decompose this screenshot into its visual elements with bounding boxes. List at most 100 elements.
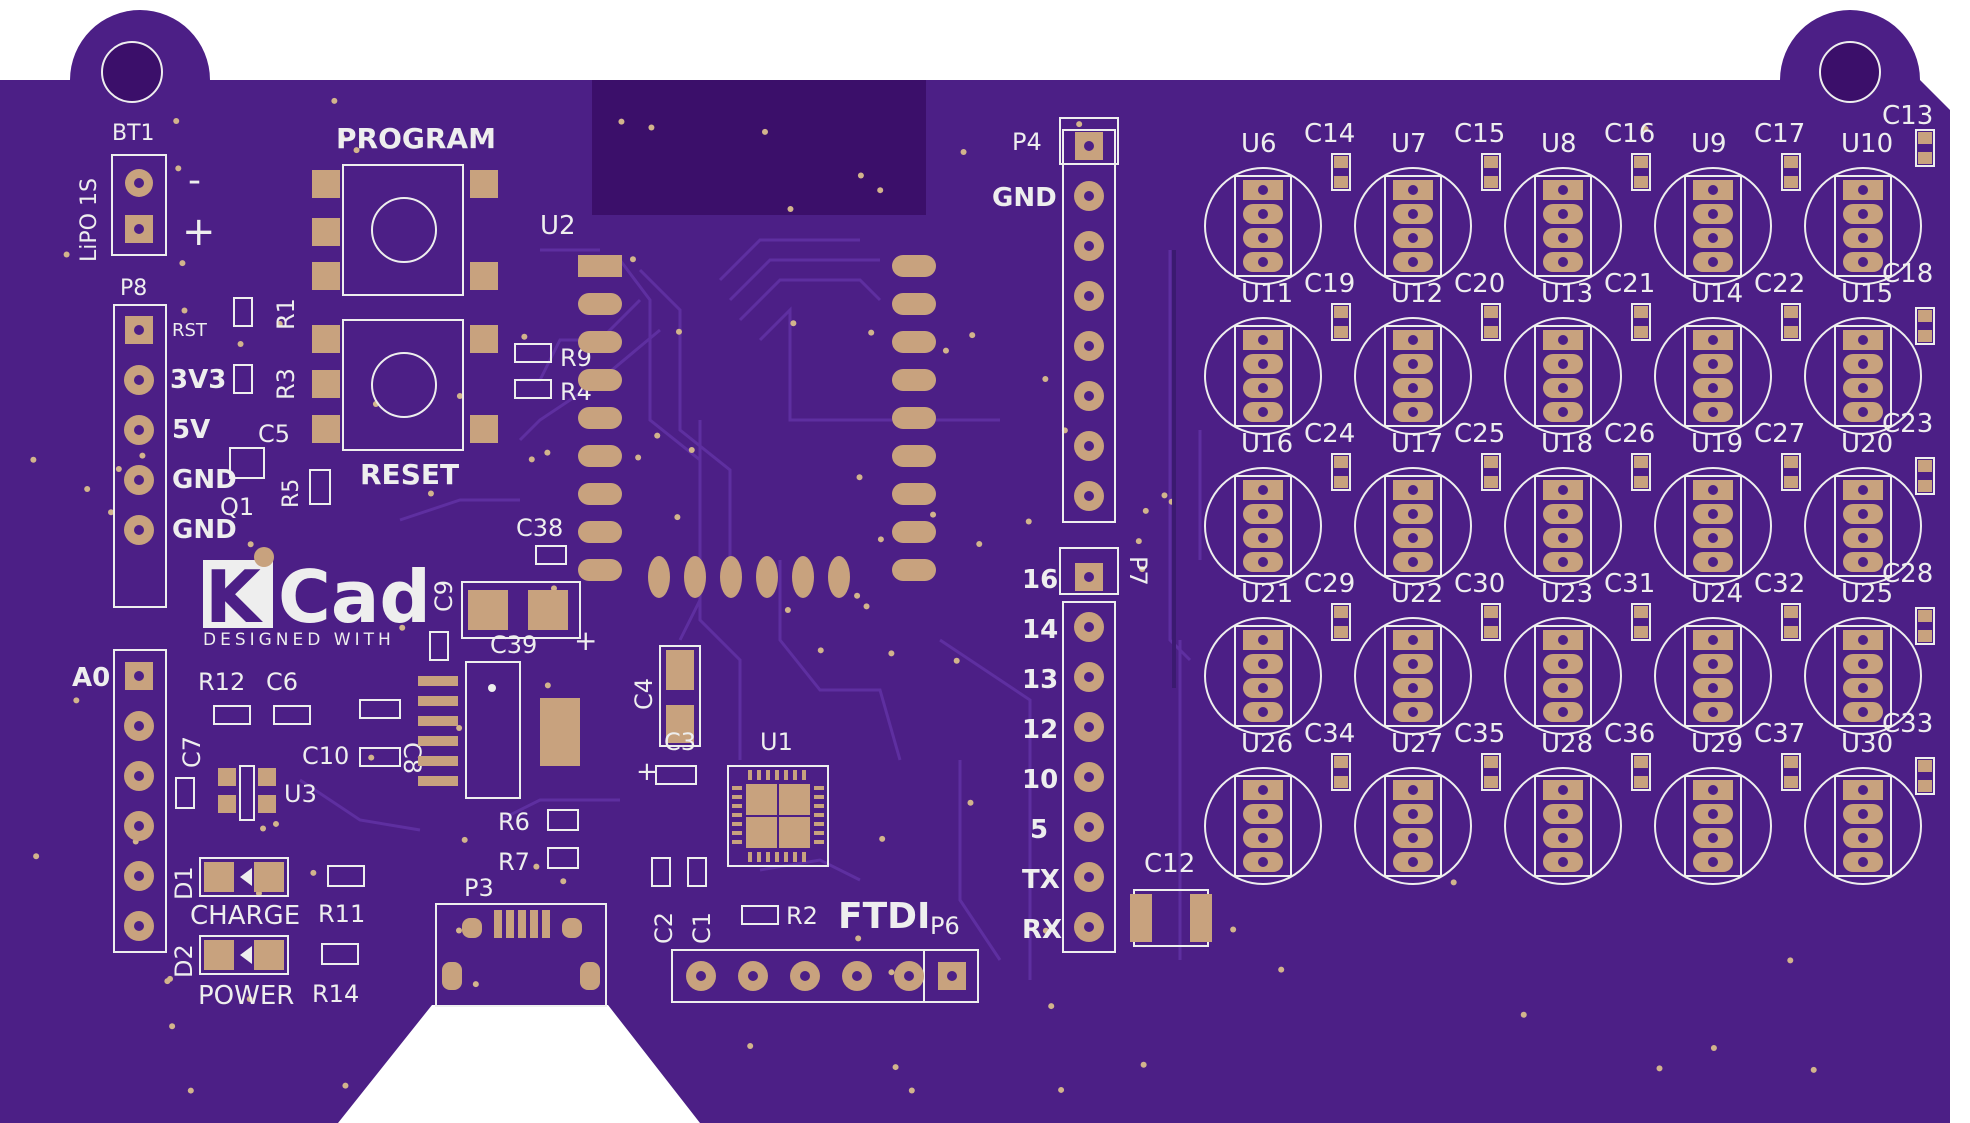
p8-outline	[113, 304, 167, 608]
p7-label: P7	[1124, 556, 1152, 586]
u2-pad	[892, 445, 936, 467]
p8-pin-gnd-1: GND	[172, 465, 237, 495]
led-u6: U6	[1204, 129, 1322, 285]
led-u20: U20	[1804, 429, 1922, 585]
led-label: U23	[1541, 579, 1593, 609]
program-button: PROGRAM	[312, 122, 498, 296]
led-label: U15	[1841, 279, 1893, 309]
q1-label: Q1	[220, 493, 254, 521]
led-u10: U10	[1804, 129, 1922, 285]
d1-label: D1	[170, 866, 198, 900]
p4-header: P4 GND	[992, 117, 1119, 523]
p3-label: P3	[464, 874, 494, 902]
led-label: U29	[1691, 729, 1743, 759]
cap-c14: C14	[1304, 119, 1355, 191]
cap-label: C17	[1754, 119, 1805, 149]
cap-c24: C24	[1304, 419, 1355, 491]
p7-pin-tx: TX	[1022, 865, 1060, 895]
cap-label: C16	[1604, 119, 1655, 149]
cap-label: C28	[1882, 559, 1933, 589]
led-u22: U22	[1354, 579, 1472, 735]
cap-c37: C37	[1754, 719, 1805, 791]
mounting-hole-left	[101, 41, 163, 103]
caps-mid-left: C38 C9 C39 +	[429, 514, 597, 661]
c4-label: C4	[630, 678, 658, 710]
cap-label: C35	[1454, 719, 1505, 749]
p8-pin-rst: RST	[172, 320, 208, 341]
u2-pad	[720, 556, 742, 598]
led-label: U12	[1391, 279, 1443, 309]
bt1-connector: BT1 LiPO 1S - +	[77, 121, 216, 262]
u3-label: U3	[284, 780, 317, 808]
u2-pad	[578, 369, 622, 391]
led-u25: U25	[1804, 579, 1922, 735]
led-label: U6	[1241, 129, 1277, 159]
led-u23: U23	[1504, 579, 1622, 735]
led-label: U8	[1541, 129, 1577, 159]
led-label: U18	[1541, 429, 1593, 459]
u2-pad	[756, 556, 778, 598]
p4-label: P4	[1012, 128, 1042, 156]
program-label: PROGRAM	[336, 122, 496, 155]
cap-label: C33	[1882, 709, 1933, 739]
cap-c20: C20	[1454, 269, 1505, 341]
c12-label: C12	[1144, 849, 1195, 879]
led-u16: U16	[1204, 429, 1322, 585]
d2-label: D2	[170, 944, 198, 978]
cap-label: C24	[1304, 419, 1355, 449]
cap-label: C20	[1454, 269, 1505, 299]
c7-label: C7	[178, 736, 206, 768]
led-label: U27	[1391, 729, 1443, 759]
u2-pad	[684, 556, 706, 598]
cap-c21: C21	[1604, 269, 1655, 341]
vias	[30, 97, 1817, 1094]
p8-pin-5v: 5V	[172, 415, 210, 445]
led-u14: U14	[1654, 279, 1772, 435]
led-u21: U21	[1204, 579, 1322, 735]
c12-capacitor: C12	[1130, 849, 1212, 947]
ftdi-label: FTDI	[838, 896, 930, 937]
u2-pad	[578, 483, 622, 505]
led-label: U11	[1241, 279, 1293, 309]
p7-pin-12: 12	[1022, 715, 1058, 745]
u2-pad	[892, 483, 936, 505]
led-label: U20	[1841, 429, 1893, 459]
p8-header: P8 RST 3V3 5V GND GND	[113, 276, 237, 608]
u2-pad	[578, 559, 622, 581]
cap-c36: C36	[1604, 719, 1655, 791]
led-label: U9	[1691, 129, 1727, 159]
cap-c29: C29	[1304, 569, 1355, 641]
led-label: U24	[1691, 579, 1743, 609]
led-u28: U28	[1504, 729, 1622, 885]
u2-esp-module: U2	[540, 211, 936, 598]
led-u8: U8	[1504, 129, 1622, 285]
r12-label: R12	[198, 668, 245, 696]
led-u18: U18	[1504, 429, 1622, 585]
cap-c28: C28	[1882, 559, 1935, 645]
led-u30: U30	[1804, 729, 1922, 885]
p7-pin-14: 14	[1022, 615, 1058, 645]
led-u9: U9	[1654, 129, 1772, 285]
cap-c31: C31	[1604, 569, 1655, 641]
led-label: U25	[1841, 579, 1893, 609]
led-label: U13	[1541, 279, 1593, 309]
led-label: U30	[1841, 729, 1893, 759]
u2-pad	[578, 445, 622, 467]
reset-label: RESET	[360, 458, 459, 491]
p3-usb-connector: P3	[435, 874, 607, 1007]
r5-label: R5	[279, 479, 304, 508]
reset-button: RESET	[312, 319, 498, 491]
u2-pad	[892, 369, 936, 391]
led-u15: U15	[1804, 279, 1922, 435]
cap-label: C15	[1454, 119, 1505, 149]
mounting-hole-right	[1819, 41, 1881, 103]
c5-label: C5	[258, 420, 290, 448]
cap-label: C37	[1754, 719, 1805, 749]
cap-label: C23	[1882, 409, 1933, 439]
led-u7: U7	[1354, 129, 1472, 285]
cap-c26: C26	[1604, 419, 1655, 491]
kicad-logo-text: Cad	[278, 555, 431, 639]
r14-label: R14	[312, 980, 359, 1008]
cap-c18: C18	[1882, 259, 1935, 345]
led-label: U21	[1241, 579, 1293, 609]
